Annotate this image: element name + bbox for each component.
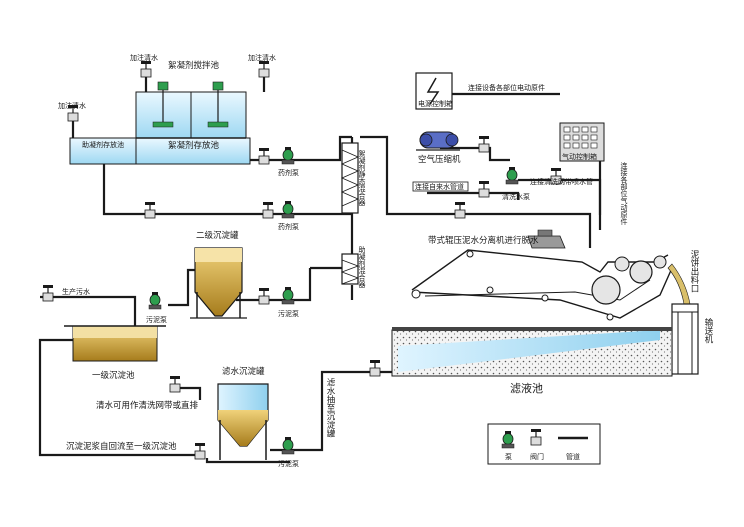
valve-feed-icon[interactable]	[454, 201, 466, 219]
belt-press	[411, 229, 699, 375]
label-flocculant-mix-tank: 絮凝剂搅拌池	[168, 60, 220, 71]
label-wash-pump: 清洗水泵	[502, 192, 530, 201]
labels: 加注清水 加注清水 加注清水 絮凝剂搅拌池 助凝剂存放池 絮凝剂存放池 药剂泵 …	[58, 53, 713, 468]
legend-valve-icon	[530, 428, 542, 446]
label-air-compressor: 空气压缩机	[418, 154, 461, 165]
label-filtrate-to-tank: 滤水抽至沉淀罐	[325, 377, 335, 438]
static-mixers	[340, 142, 360, 285]
label-sewage-in: 生产污水	[62, 287, 90, 296]
label-power-connect: 连接设备各部位电动原件	[468, 83, 545, 92]
valve-filtrate-icon[interactable]	[369, 359, 381, 377]
valve-sewage-icon[interactable]	[42, 284, 54, 302]
label-backflow-note: 沉淀泥浆自回流至一级沉淀池	[66, 441, 177, 452]
flocculant-tanks	[69, 81, 251, 165]
label-static-mixer-coagulant: 助凝剂混合器	[358, 245, 366, 289]
label-sludge-pump-1: 污泥泵	[146, 316, 167, 324]
label-pneumatic-cabinet: 气动控制箱	[562, 152, 597, 161]
label-sludge-outlet: 泥饼出料口	[689, 250, 699, 293]
label-filtrate-pool: 滤液池	[510, 381, 543, 395]
label-clear-water-2: 加注清水	[130, 53, 158, 62]
dosing-pump-1-icon[interactable]	[281, 146, 295, 165]
label-sludge-pump-2: 污泥泵	[278, 310, 299, 318]
label-static-mixer-flocculant: 絮凝剂静态混合器	[358, 149, 366, 207]
sludge-pump-3-icon[interactable]	[281, 436, 295, 455]
legend: 泵 阀门 管道	[487, 423, 601, 465]
label-tap-water: 连接自来水管道	[415, 182, 464, 191]
filtrate-pool-shape	[391, 327, 673, 377]
legend-pipe-label: 管道	[566, 452, 580, 461]
valve-tap-water-icon[interactable]	[478, 180, 490, 198]
valve-backflow-icon[interactable]	[194, 442, 206, 460]
settling-tanks	[64, 247, 269, 460]
sludge-pump-2-icon[interactable]	[281, 286, 295, 305]
label-primary-settling: 一级沉淀池	[92, 370, 135, 381]
wash-pump-icon[interactable]	[505, 166, 519, 185]
label-spray-connect: 连接清洗网带喷水管	[530, 177, 593, 186]
control-equipment	[412, 72, 605, 192]
label-belt-press: 带式辊压泥水分离机进行脱水	[428, 235, 539, 246]
valve-clear-water-2-icon[interactable]	[140, 60, 152, 78]
valve-sludge-icon[interactable]	[258, 287, 270, 305]
label-power-cabinet: 电源控制箱	[418, 99, 453, 108]
label-rinse-note: 清水可用作清洗网带或直排	[96, 400, 199, 411]
label-secondary-settling: 二级沉淀罐	[196, 230, 239, 241]
legend-pump-label: 泵	[505, 453, 512, 461]
label-clear-water-1: 加注清水	[58, 101, 86, 110]
valve-rinse-icon[interactable]	[169, 375, 181, 393]
valve-dosing-3-icon[interactable]	[262, 201, 274, 219]
dosing-pump-2-icon[interactable]	[281, 200, 295, 219]
label-filtrate-tank: 滤水沉淀罐	[222, 366, 265, 377]
valve-dosing-2-icon[interactable]	[144, 201, 156, 219]
valve-clear-water-3-icon[interactable]	[258, 60, 270, 78]
legend-valve-label: 阀门	[530, 452, 544, 461]
valve-air-icon[interactable]	[478, 135, 490, 153]
sludge-pump-1-icon[interactable]	[148, 291, 162, 310]
label-clear-water-3: 加注清水	[248, 53, 276, 62]
valves[interactable]	[42, 60, 562, 460]
label-pneumatic-connect: 连接各部位气动原件	[620, 161, 628, 226]
label-dosing-pump-1: 药剂泵	[278, 168, 299, 177]
label-dosing-pump-2: 药剂泵	[278, 222, 299, 231]
label-conveyor: 输送机	[703, 317, 713, 344]
label-coagulant-storage-tank: 助凝剂存放池	[82, 140, 124, 149]
label-sludge-pump-3: 污泥泵	[278, 460, 299, 468]
label-flocculant-storage-tank: 絮凝剂存放池	[168, 140, 220, 151]
valve-dosing-1-icon[interactable]	[258, 147, 270, 165]
